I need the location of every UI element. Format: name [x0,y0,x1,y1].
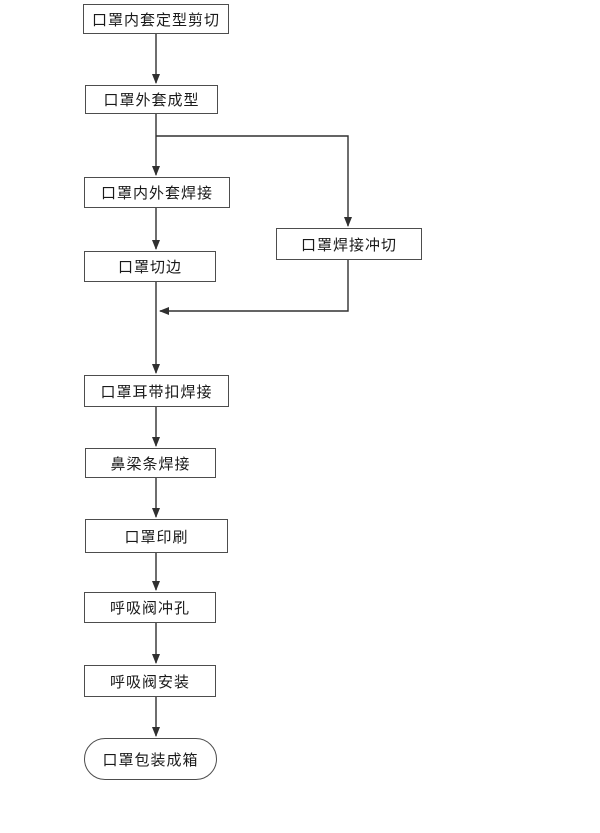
flow-node-nose-bridge-welding: 鼻梁条焊接 [85,448,216,478]
flow-node-label: 口罩耳带扣焊接 [100,383,213,401]
flow-node-label: 口罩包装成箱 [102,751,199,769]
flow-node-ear-strap-buckle-welding: 口罩耳带扣焊接 [84,375,229,407]
flow-node-valve-punching: 呼吸阀冲孔 [84,592,216,623]
flow-node-label: 呼吸阀冲孔 [109,600,190,617]
flow-node-label: 口罩内外套焊接 [100,185,213,202]
flow-node-label: 口罩焊接冲切 [300,236,397,254]
flow-node-label: 呼吸阀安装 [109,673,190,691]
flow-node-label: 口罩切边 [117,259,182,276]
flow-node-label: 鼻梁条焊接 [110,455,191,473]
flow-node-printing: 口罩印刷 [85,519,228,553]
flow-node-welding-punching: 口罩焊接冲切 [276,228,422,260]
flow-node-inner-cover-shaping-cutting: 口罩内套定型剪切 [83,4,229,34]
flow-node-packing-boxing: 口罩包装成箱 [84,738,217,780]
flow-node-label: 口罩外套成型 [103,92,200,109]
flow-node-valve-installation: 呼吸阀安装 [84,665,216,697]
flow-node-outer-cover-forming: 口罩外套成型 [85,85,218,114]
flow-node-inner-outer-welding: 口罩内外套焊接 [84,177,230,208]
flow-node-edge-trimming: 口罩切边 [84,251,216,282]
flow-node-label: 口罩印刷 [124,528,189,546]
flow-node-label: 口罩内套定型剪切 [91,11,220,29]
